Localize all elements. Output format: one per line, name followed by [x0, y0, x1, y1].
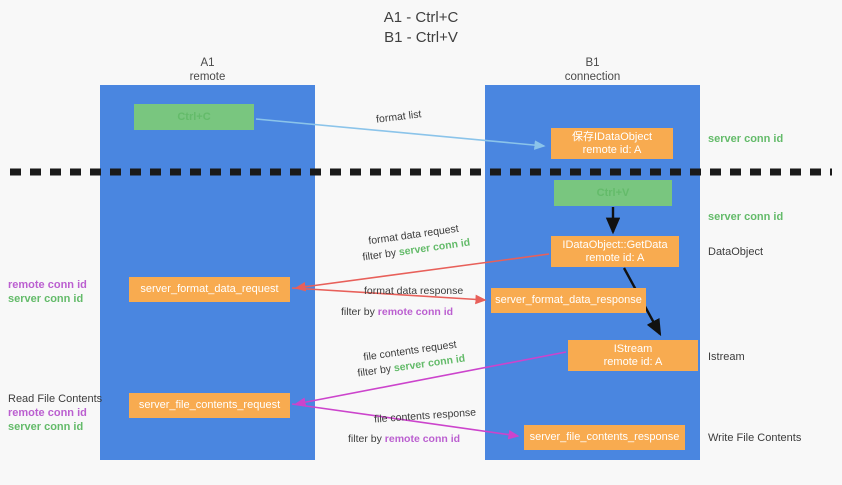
label-file-contents-response: file contents response	[374, 405, 477, 426]
filter-prefix: filter by	[348, 433, 385, 445]
lane-header-b1: B1 connection	[485, 56, 700, 84]
box-save-idataobject-remote-id: remote id: A	[582, 143, 642, 156]
lane-header-a1-sub: remote	[189, 71, 226, 83]
box-save-idataobject-title: 保存IDataObject	[571, 130, 653, 143]
side-label-server-conn-id-right-2: server conn id	[708, 210, 783, 224]
side-label-istream-text: Istream	[708, 351, 745, 363]
box-server-file-contents-response-label: server_file_contents_response	[529, 431, 680, 443]
side-label-server-conn-id-right-1-text: server conn id	[708, 133, 784, 145]
box-server-format-data-response-label: server_format_data_response	[495, 294, 642, 306]
filter-value-remote-conn-id: remote conn id	[384, 433, 461, 445]
box-istream[interactable]: IStream remote id: A	[568, 340, 698, 371]
side-label-server-conn-id-right-1: server conn id	[708, 132, 783, 146]
label-format-data-response: format data response	[364, 284, 463, 298]
box-server-format-data-request-label: server_format_data_request	[140, 283, 279, 295]
side-label-read-file-contents: Read File Contents remote conn id server…	[8, 392, 102, 434]
title-line-2: B1 - Ctrl+V	[384, 29, 458, 46]
side-label-read-file-contents-text: Read File Contents	[8, 393, 103, 405]
filter-value-remote-conn-id: remote conn id	[377, 306, 454, 318]
side-label-dataobject-text: DataObject	[708, 246, 764, 258]
box-server-file-contents-request[interactable]: server_file_contents_request	[129, 393, 290, 418]
label-format-list-text: format list	[375, 108, 423, 126]
lane-header-b1-sub: connection	[564, 71, 621, 83]
box-server-file-contents-response[interactable]: server_file_contents_response	[524, 425, 685, 450]
filter-prefix: filter by	[341, 306, 378, 318]
label-file-contents-response-text: file contents response	[373, 406, 477, 426]
box-getdata-remote-id: remote id: A	[585, 251, 645, 264]
box-ctrl-c[interactable]: Ctrl+C	[134, 104, 254, 130]
lane-header-a1: A1 remote	[100, 56, 315, 84]
box-ctrl-v[interactable]: Ctrl+V	[554, 180, 672, 206]
side-label-server-conn-id-2: server conn id	[8, 421, 84, 433]
box-save-idataobject[interactable]: 保存IDataObject remote id: A	[551, 128, 673, 159]
box-getdata-title: IDataObject::GetData	[562, 238, 668, 251]
label-format-data-response-text: format data response	[364, 285, 464, 297]
side-label-write-file-contents-text: Write File Contents	[708, 432, 802, 444]
box-idataobject-getdata[interactable]: IDataObject::GetData remote id: A	[551, 236, 679, 267]
side-label-remote-conn-id-2: remote conn id	[8, 407, 87, 419]
label-format-data-response-filter: filter by remote conn id	[341, 305, 453, 319]
label-format-list: format list	[375, 107, 422, 126]
side-label-server-conn-id: server conn id	[8, 293, 84, 305]
box-server-format-data-response[interactable]: server_format_data_response	[491, 288, 646, 313]
lane-header-b1-name: B1	[585, 57, 600, 69]
title-line-1: A1 - Ctrl+C	[383, 9, 459, 26]
side-label-dataobject: DataObject	[708, 245, 763, 259]
lane-header-a1-name: A1	[200, 57, 215, 69]
box-server-file-contents-request-label: server_file_contents_request	[138, 399, 281, 411]
label-file-contents-response-filter: filter by remote conn id	[348, 432, 460, 446]
filter-prefix: filter by	[361, 246, 400, 264]
box-istream-remote-id: remote id: A	[603, 355, 663, 368]
side-label-istream: Istream	[708, 350, 745, 364]
box-ctrl-v-label: Ctrl+V	[596, 186, 630, 199]
box-istream-title: IStream	[613, 342, 653, 355]
side-label-remote-conn-id: remote conn id	[8, 279, 87, 291]
side-label-write-file-contents: Write File Contents	[708, 431, 801, 445]
diagram-title: A1 - Ctrl+C B1 - Ctrl+V	[0, 8, 842, 48]
side-label-left-conn-ids: remote conn id server conn id	[8, 278, 87, 306]
box-server-format-data-request[interactable]: server_format_data_request	[129, 277, 290, 302]
filter-prefix: filter by	[356, 362, 395, 380]
side-label-server-conn-id-right-2-text: server conn id	[708, 211, 784, 223]
box-ctrl-c-label: Ctrl+C	[177, 110, 211, 123]
